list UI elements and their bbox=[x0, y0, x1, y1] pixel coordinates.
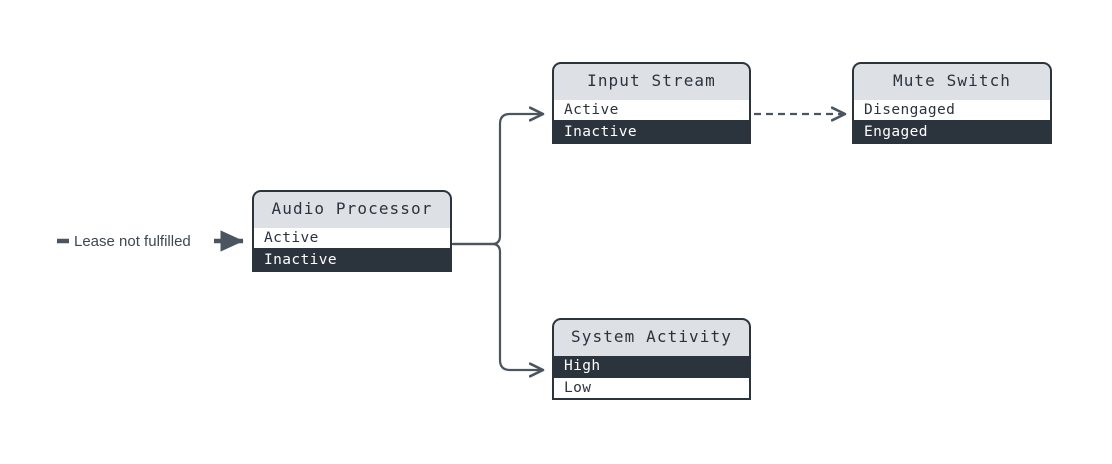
node-audio-processor-row-active[interactable]: Active bbox=[252, 228, 452, 250]
node-input-stream-row-inactive[interactable]: Inactive bbox=[552, 122, 751, 144]
node-mute-switch-row-engaged[interactable]: Engaged bbox=[852, 122, 1052, 144]
edge-processor-fork bbox=[451, 114, 543, 370]
node-audio-processor-row-inactive[interactable]: Inactive bbox=[252, 250, 452, 272]
node-input-stream-title: Input Stream bbox=[552, 62, 751, 100]
node-mute-switch-title: Mute Switch bbox=[852, 62, 1052, 100]
node-mute-switch-row-disengaged[interactable]: Disengaged bbox=[852, 100, 1052, 122]
node-system-activity-title: System Activity bbox=[552, 318, 751, 356]
node-input-stream[interactable]: Input Stream Active Inactive bbox=[552, 62, 751, 144]
node-audio-processor-title: Audio Processor bbox=[252, 190, 452, 228]
node-system-activity-row-high[interactable]: High bbox=[552, 356, 751, 378]
node-system-activity[interactable]: System Activity High Low bbox=[552, 318, 751, 400]
node-input-stream-row-active[interactable]: Active bbox=[552, 100, 751, 122]
node-system-activity-row-low[interactable]: Low bbox=[552, 378, 751, 400]
edge-label-lease-not-fulfilled: Lease not fulfilled bbox=[74, 233, 191, 250]
node-audio-processor[interactable]: Audio Processor Active Inactive bbox=[252, 190, 452, 272]
node-mute-switch[interactable]: Mute Switch Disengaged Engaged bbox=[852, 62, 1052, 144]
